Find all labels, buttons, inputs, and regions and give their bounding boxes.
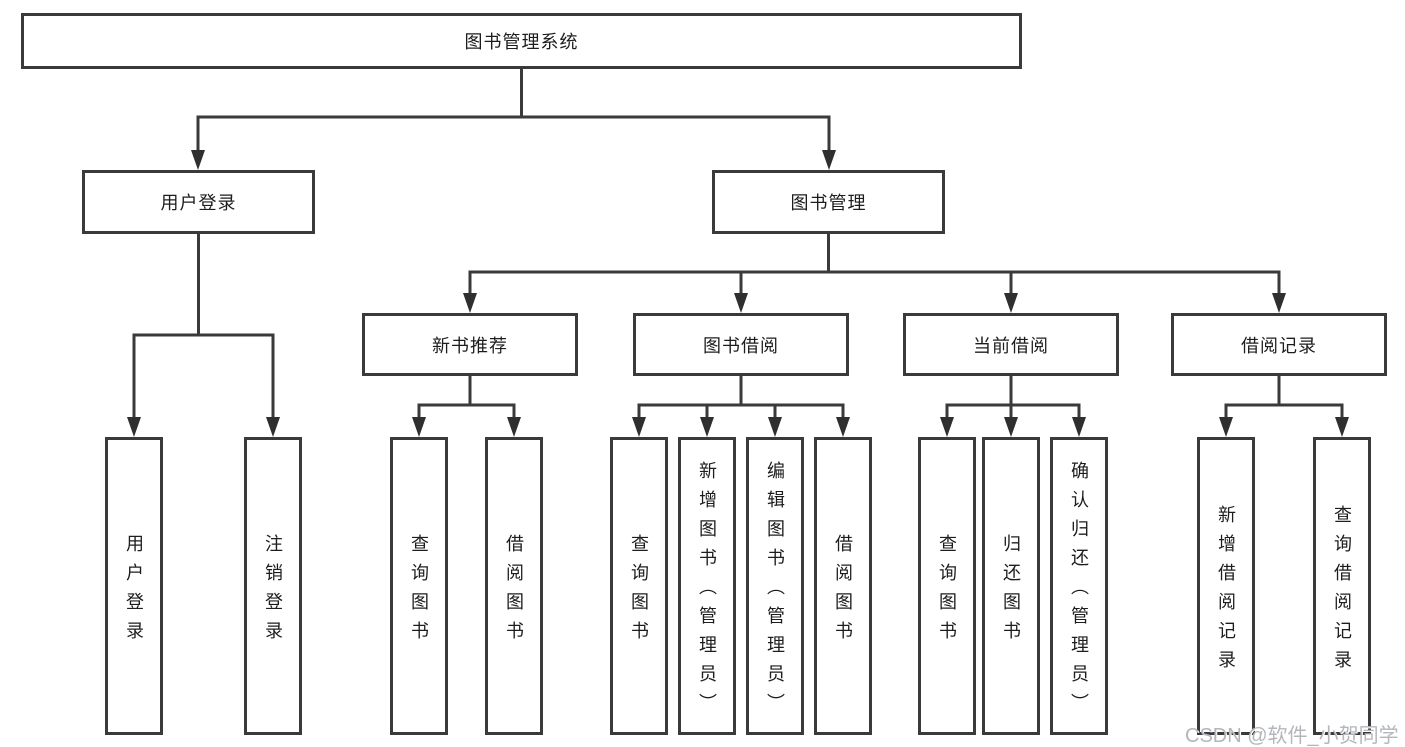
node-label: 图书管理系统 xyxy=(464,32,579,52)
leaf-records-add-borrow-record: 新增借阅记录 xyxy=(1197,437,1255,735)
node-label: 新书推荐 xyxy=(432,335,508,356)
node-borrow-records: 借阅记录 xyxy=(1171,313,1387,376)
node-label: 归还图书 xyxy=(1001,533,1021,650)
node-book-borrow: 图书借阅 xyxy=(633,313,849,376)
leaf-borrow-borrow-books: 借阅图书 xyxy=(814,437,872,735)
leaf-newbook-query-books: 查询图书 xyxy=(390,437,448,735)
node-label: 图书管理 xyxy=(790,193,867,213)
node-label: 新增图书（管理员） xyxy=(697,461,717,722)
node-label: 借阅图书 xyxy=(504,533,524,650)
leaf-user-login: 用户登录 xyxy=(105,437,163,735)
node-label: 查询图书 xyxy=(937,533,957,650)
node-label: 借阅记录 xyxy=(1241,335,1317,356)
node-label: 借阅图书 xyxy=(833,533,853,650)
node-system-root: 图书管理系统 xyxy=(21,13,1022,69)
node-label: 注销登录 xyxy=(263,533,283,650)
node-label: 查询借阅记录 xyxy=(1332,504,1352,679)
node-book-management: 图书管理 xyxy=(712,170,945,234)
leaf-borrow-add-books-admin: 新增图书（管理员） xyxy=(678,437,736,735)
node-label: 当前借阅 xyxy=(973,335,1049,356)
node-current-borrow: 当前借阅 xyxy=(903,313,1119,376)
leaf-newbook-borrow-books: 借阅图书 xyxy=(485,437,543,735)
node-label: 查询图书 xyxy=(629,533,649,650)
leaf-current-return-books: 归还图书 xyxy=(982,437,1040,735)
csdn-watermark: CSDN @软件_小贺同学 xyxy=(1185,725,1399,747)
node-user-login: 用户登录 xyxy=(82,170,315,234)
leaf-logout: 注销登录 xyxy=(244,437,302,735)
node-new-book-recommend: 新书推荐 xyxy=(362,313,578,376)
node-label: 查询图书 xyxy=(409,533,429,650)
node-label: 确认归还（管理员） xyxy=(1069,461,1089,722)
node-label: 用户登录 xyxy=(124,533,144,650)
tree-edges xyxy=(132,69,1344,420)
leaf-borrow-query-books: 查询图书 xyxy=(610,437,668,735)
node-label: 用户登录 xyxy=(160,193,237,213)
node-label: 编辑图书（管理员） xyxy=(765,461,785,722)
leaf-current-confirm-return-admin: 确认归还（管理员） xyxy=(1050,437,1108,735)
leaf-borrow-edit-books-admin: 编辑图书（管理员） xyxy=(746,437,804,735)
node-label: 图书借阅 xyxy=(703,335,779,356)
node-label: 新增借阅记录 xyxy=(1216,504,1236,679)
leaf-current-query-books: 查询图书 xyxy=(918,437,976,735)
leaf-records-query-borrow-record: 查询借阅记录 xyxy=(1313,437,1371,735)
arrowheads xyxy=(127,150,1349,437)
